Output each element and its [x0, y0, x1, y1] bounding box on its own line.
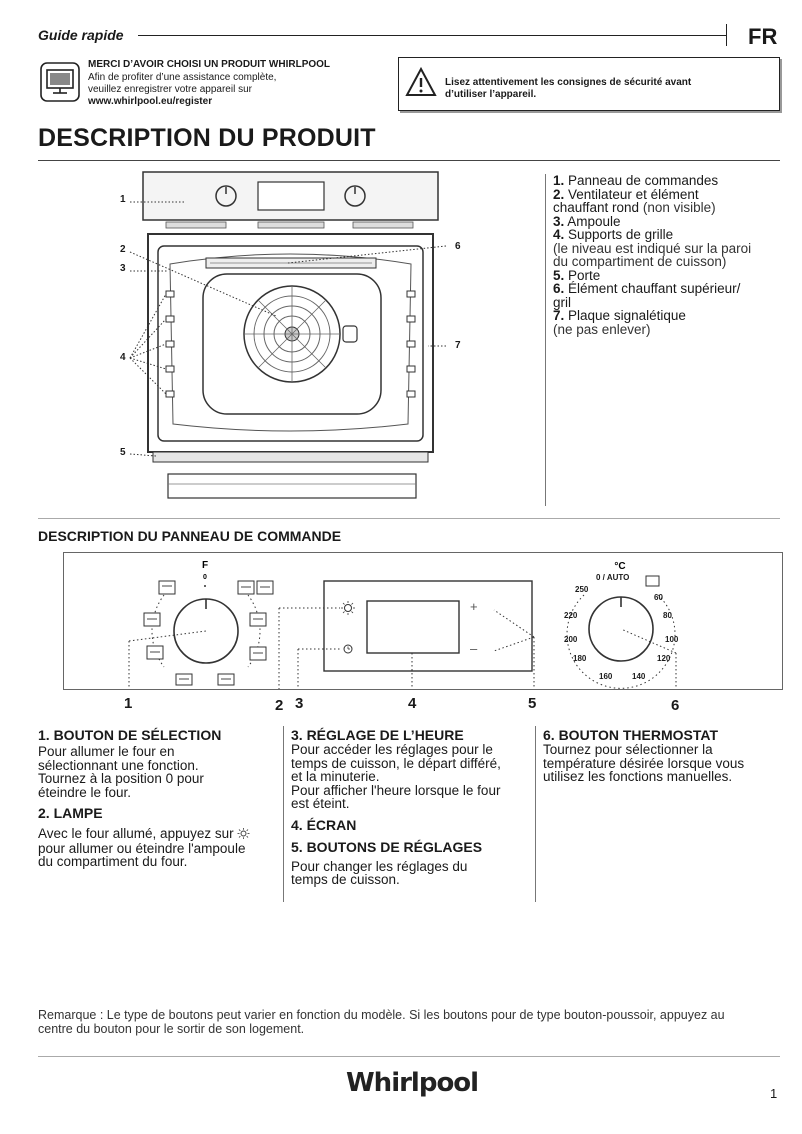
- header-rule: [138, 35, 726, 36]
- section-display: 4. ÉCRAN: [291, 816, 357, 833]
- panel-callout-5: 5: [528, 695, 537, 712]
- footer-note: Remarque : Le type de boutons peut varie…: [38, 1008, 725, 1036]
- warning-line-1: Lisez attentivement les consignes de séc…: [445, 77, 692, 88]
- thermo-tick: 180: [573, 654, 587, 663]
- section-thermostat-knob: 6. BOUTON THERMOSTAT Tournez pour sélect…: [543, 727, 745, 784]
- whirlpool-logo: Whirlpool: [346, 1068, 479, 1098]
- panel-callout-4: 4: [408, 695, 417, 712]
- oven-illustration: [108, 166, 478, 511]
- panel-callout-1: 1: [124, 695, 133, 712]
- warning-line-2: d’utiliser l’appareil.: [445, 89, 537, 100]
- thermo-auto-label: 0 / AUTO: [596, 573, 630, 582]
- section-setting-buttons: 5. BOUTONS DE RÉGLAGES: [291, 838, 483, 855]
- section-selection-knob: 1. BOUTON DE SÉLECTION Pour allumer le f…: [38, 727, 278, 869]
- warning-icon: [405, 66, 437, 102]
- minus-button[interactable]: –: [470, 641, 478, 656]
- legend-divider: [545, 174, 546, 506]
- legend-item-6: 6. Élément chauffant supérieur/: [553, 281, 741, 296]
- legend-item-7: 7. Plaque signalétique: [553, 308, 686, 323]
- control-panel-diagram: F 0 °C: [63, 552, 783, 690]
- legend-item-3: 3. Ampoule: [553, 213, 621, 229]
- header-rule-end: [726, 24, 727, 46]
- thermo-tick: 220: [564, 611, 578, 620]
- thermo-tick: 200: [564, 635, 578, 644]
- legend-item-4: 4. Supports de grille: [553, 227, 674, 242]
- section-time-setting: 3. RÉGLAGE DE L’HEURE Pour accéder les r…: [291, 727, 531, 887]
- panel-callout-6: 6: [671, 697, 680, 714]
- thermo-tick: 250: [575, 585, 589, 594]
- thanks-line-2: veuillez enregistrer votre appareil sur: [88, 84, 252, 95]
- component-legend: 1. Panneau de commandes 2. Ventilateur e…: [553, 173, 752, 337]
- svg-text:F: F: [202, 560, 208, 571]
- page-number: 1: [770, 1086, 778, 1101]
- lamp-icon: [237, 828, 250, 842]
- panel-callout-2: 2: [275, 697, 284, 714]
- callout-2: 2: [120, 244, 126, 255]
- thermo-tick: 140: [632, 672, 646, 681]
- callout-7: 7: [455, 340, 461, 351]
- callout-4: 4: [120, 352, 126, 363]
- callout-6: 6: [455, 241, 461, 252]
- footer-rule: [38, 1056, 780, 1057]
- guide-title: Guide rapide: [38, 27, 124, 43]
- register-link[interactable]: www.whirlpool.eu/register: [88, 96, 213, 107]
- product-section-title: DESCRIPTION DU PRODUIT: [38, 124, 376, 152]
- thanks-line-1: Afin de profiter d’une assistance complè…: [88, 72, 277, 83]
- thermo-tick: 120: [657, 654, 671, 663]
- column-divider-2: [535, 726, 536, 902]
- callout-3: 3: [120, 263, 126, 274]
- plus-button[interactable]: +: [470, 599, 478, 614]
- language-code: FR: [748, 24, 778, 49]
- svg-text:0: 0: [203, 574, 207, 581]
- thermo-tick: 60: [654, 593, 663, 602]
- thermo-tick: 160: [599, 672, 613, 681]
- legend-item-1: 1. Panneau de commandes: [553, 173, 719, 188]
- column-divider-1: [283, 726, 284, 902]
- safety-warning-box: Lisez attentivement les consignes de séc…: [398, 57, 780, 111]
- monitor-icon: [40, 62, 80, 107]
- thermo-tick: 80: [663, 611, 672, 620]
- svg-text:°C: °C: [614, 561, 625, 572]
- callout-1: 1: [120, 194, 126, 205]
- section-rule: [38, 518, 780, 519]
- thanks-title: MERCI D’AVOIR CHOISI UN PRODUIT WHIRLPOO…: [88, 59, 331, 70]
- panel-section-title: DESCRIPTION DU PANNEAU DE COMMANDE: [38, 528, 342, 544]
- thermo-tick: 100: [665, 635, 679, 644]
- legend-item-5: 5. Porte: [553, 267, 601, 283]
- product-title-rule: [38, 160, 780, 161]
- panel-callout-3: 3: [295, 695, 304, 712]
- legend-item-2: 2. Ventilateur et élément: [553, 186, 699, 202]
- callout-5: 5: [120, 447, 126, 458]
